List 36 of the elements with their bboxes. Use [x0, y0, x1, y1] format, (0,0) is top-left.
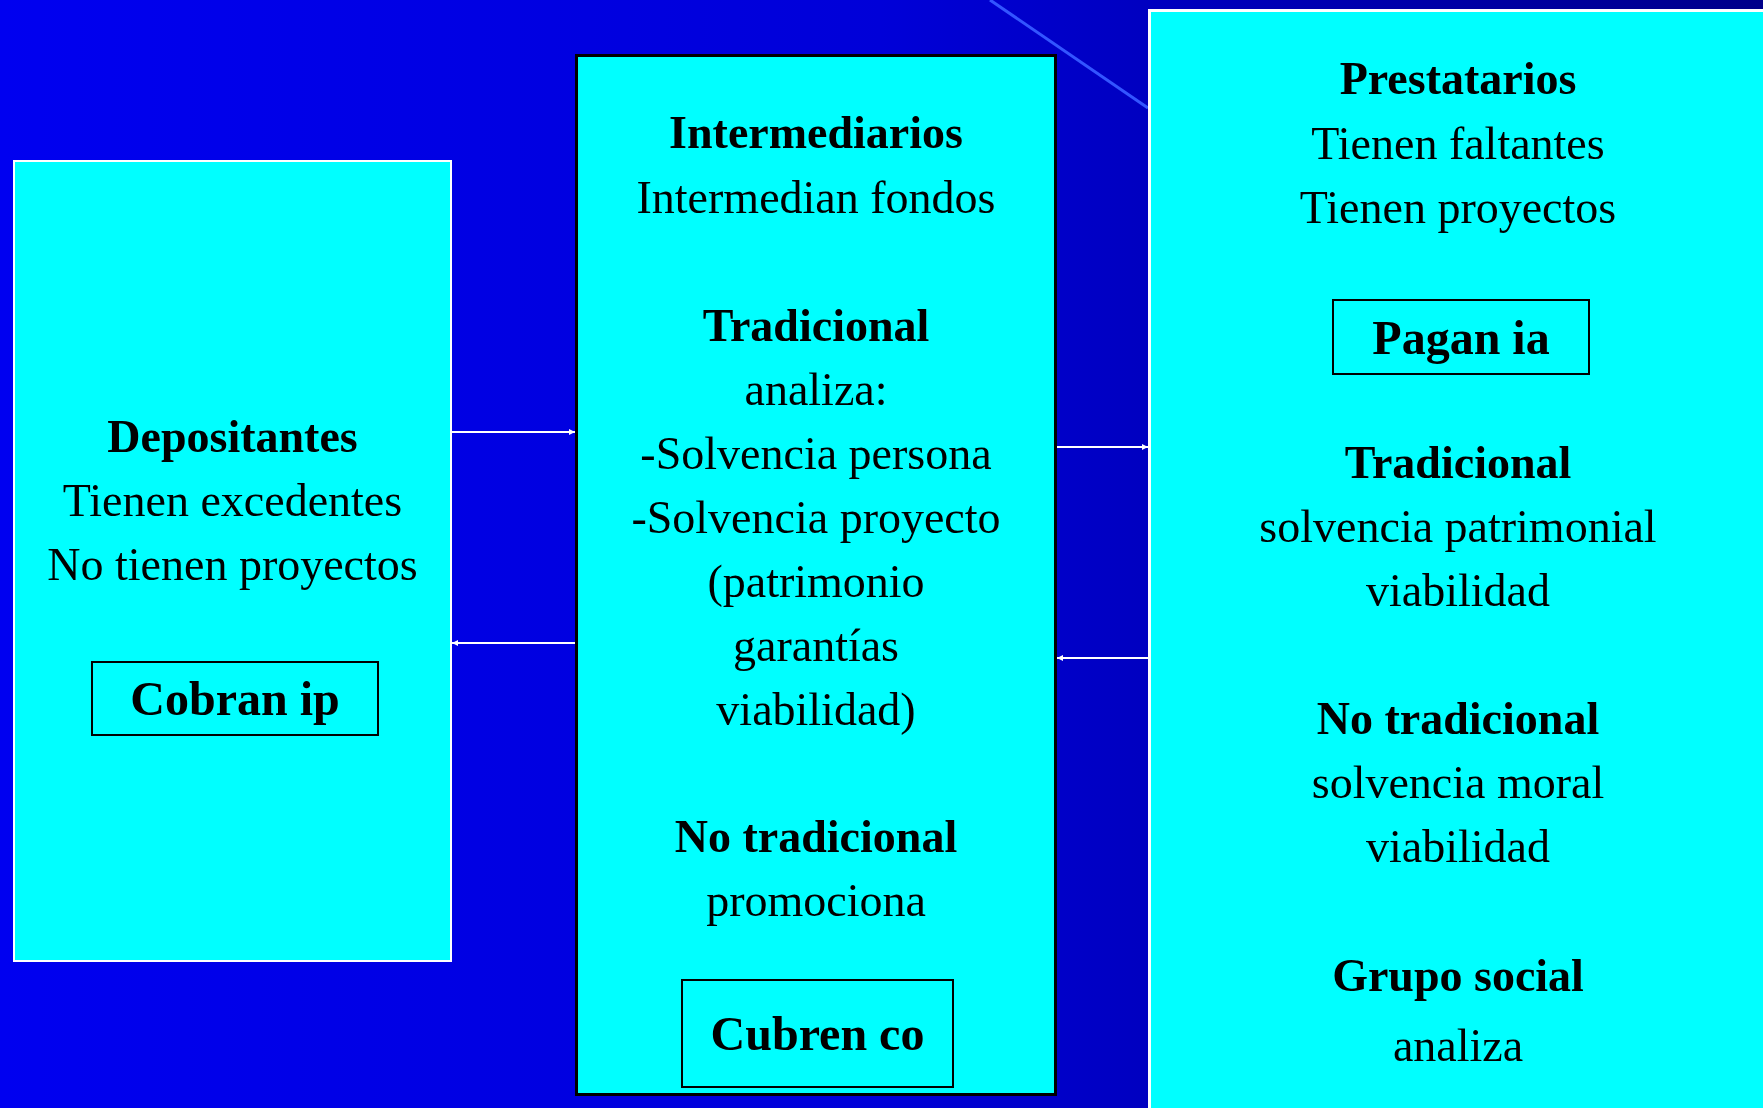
- heading-text: Tradicional: [702, 299, 930, 353]
- intermediaries-box: [575, 54, 1057, 1096]
- arrow: [451, 640, 576, 646]
- body-text: analiza:: [744, 363, 888, 417]
- body-text: -Solvencia proyecto: [631, 491, 1001, 545]
- arrow: [1056, 444, 1149, 450]
- body-text: solvencia moral: [1311, 756, 1605, 810]
- body-text: No tienen proyectos: [47, 538, 418, 592]
- label-box: [681, 979, 954, 1088]
- heading-text: Grupo social: [1332, 949, 1584, 1003]
- body-text: Tienen proyectos: [1299, 181, 1617, 235]
- body-text: -Solvencia persona: [640, 427, 992, 481]
- heading-text: Intermediarios: [669, 106, 963, 160]
- body-text: solvencia patrimonial: [1259, 500, 1657, 554]
- body-text: analiza: [1392, 1019, 1524, 1073]
- body-text: viabilidad: [1366, 820, 1550, 874]
- body-text: promociona: [706, 874, 926, 928]
- heading-text: Prestatarios: [1339, 52, 1577, 106]
- body-text: (patrimonio garantías viabilidad): [706, 555, 926, 737]
- body-text: Tienen faltantes: [1311, 117, 1605, 171]
- borrowers-box: [1148, 9, 1763, 1108]
- arrow: [451, 429, 576, 435]
- box-label: Pagan ia: [1372, 309, 1550, 365]
- body-text: viabilidad: [1366, 564, 1550, 618]
- heading-text: Tradicional: [1344, 436, 1572, 490]
- arrow: [1056, 655, 1149, 661]
- body-text: Intermedian fondos: [636, 171, 996, 225]
- box-label: Cobran ip: [130, 671, 340, 726]
- depositors-box: [13, 160, 452, 962]
- heading-text: No tradicional: [1316, 692, 1600, 746]
- label-box: [1332, 299, 1590, 375]
- label-box: [91, 661, 379, 736]
- heading-text: No tradicional: [674, 810, 958, 864]
- heading-text: Depositantes: [107, 410, 358, 464]
- body-text: Tienen excedentes: [62, 474, 403, 528]
- box-label: Cubren co: [710, 1006, 925, 1061]
